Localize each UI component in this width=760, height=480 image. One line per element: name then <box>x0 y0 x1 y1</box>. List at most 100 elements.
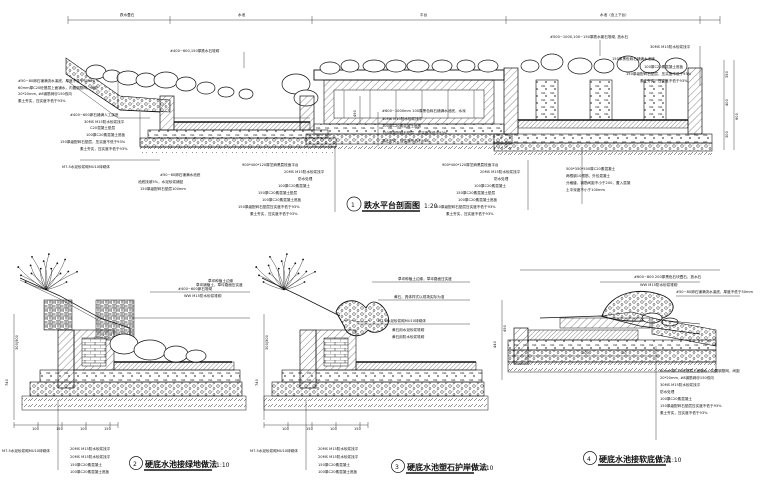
boulder <box>616 55 640 73</box>
detail-4: 440 490 500 50 #600~800 200厚黑色石块叠石，放水石 W… <box>493 269 754 466</box>
scale-1: 1:20 <box>424 203 438 210</box>
grass-blade <box>263 281 285 291</box>
right-dim-2: 400 <box>725 98 729 106</box>
svg-text:#50~80卵石铺满水池底: #50~80卵石铺满水池底 <box>160 172 201 177</box>
svg-text:30MS M15防水砂浆找平: 30MS M15防水砂浆找平 <box>660 382 701 387</box>
top-dimension-chain: 跌水叠石 水池 平台 水池（含上下台） <box>67 12 721 24</box>
svg-text:150厚C20素混凝土: 150厚C20素混凝土 <box>70 462 102 467</box>
svg-text:60mm厚C20砼基层上面铺水，内置钢筋网，间距: 60mm厚C20砼基层上面铺水，内置钢筋网，间距 <box>18 85 98 90</box>
svg-text:150厚黑色砾石铺满水池底: 150厚黑色砾石铺满水池底 <box>612 56 655 61</box>
svg-text:池底找坡5%，水泥砂浆铺贴: 池底找坡5%，水泥砂浆铺贴 <box>138 179 184 184</box>
svg-text:草坪种植土边缘: 草坪种植土边缘 <box>208 278 234 283</box>
bottom-mid-callouts: 900*400*120厚芝麻黑荔枝面平台 20MS M15防水砂浆找平 防水处理… <box>238 162 325 216</box>
svg-text:黄石，具体样式以现场实际为准: 黄石，具体样式以现场实际为准 <box>394 294 445 299</box>
stepping-pier <box>535 79 559 121</box>
svg-text:分格缝，钢筋间距不小于200，置入混凝: 分格缝，钢筋间距不小于200，置入混凝 <box>566 180 631 185</box>
svg-text:100厚C20素混凝土底板: 100厚C20素混凝土底板 <box>382 123 422 128</box>
boulder <box>520 59 540 73</box>
grass-blade <box>45 271 69 291</box>
grass-blade <box>45 281 67 291</box>
svg-text:素土夯实，压实度不低于93%: 素土夯实，压实度不低于93% <box>660 410 708 415</box>
grass-tip <box>285 253 288 256</box>
grass-blade <box>30 265 47 291</box>
svg-text:490: 490 <box>503 324 507 332</box>
svg-text:300|500: 300|500 <box>265 334 269 350</box>
svg-text:500*350*500厚C20素混凝土: 500*350*500厚C20素混凝土 <box>566 166 616 171</box>
grass-tip <box>288 267 291 270</box>
grass-tip <box>305 270 308 273</box>
title-number-2: 2 <box>133 461 137 468</box>
svg-text:20MS M15防水砂浆找平: 20MS M15防水砂浆找平 <box>70 454 111 459</box>
svg-text:M7.5水泥砂浆砌MU10砖砌体: M7.5水泥砂浆砌MU10砖砌体 <box>2 448 50 453</box>
svg-text:100厚C20素混凝土底板: 100厚C20素混凝土底板 <box>262 197 302 202</box>
grass-tip <box>76 270 78 273</box>
grass-blade <box>45 254 50 291</box>
detail-3: 300|500 740 100 150 100 150 草坪种植土边缘，草坪路面… <box>250 253 494 474</box>
grass-tip <box>255 266 258 268</box>
grass-blade <box>283 271 316 291</box>
svg-text:100: 100 <box>80 427 88 431</box>
top-dim-3: 平台 <box>420 12 428 17</box>
boulder <box>135 72 157 88</box>
grass-tuft-3 <box>255 253 316 291</box>
title-1: 跌水平台剖面图 <box>364 200 420 210</box>
svg-text:#50~80卵石铺满流水溪底，厚度不低于50mm: #50~80卵石铺满流水溪底，厚度不低于50mm <box>18 78 96 83</box>
boulder <box>185 349 207 363</box>
svg-text:M7.5水泥砂浆砌MU10砖砌体: M7.5水泥砂浆砌MU10砖砌体 <box>378 318 426 323</box>
svg-text:#600~1000mm 100厚黑色砾石铺满水池底，水深: #600~1000mm 100厚黑色砾石铺满水池底，水深 <box>382 108 466 113</box>
grass-tip <box>303 281 306 283</box>
title-4: 硬底水池接软底做法 <box>599 454 671 464</box>
boulder <box>540 53 564 71</box>
title-2: 硬底水池接绿地做法 <box>145 459 217 469</box>
stone-top-label-1: #400~600,150厚跌水石堆砌 <box>170 48 220 53</box>
title-number-4: 4 <box>587 456 591 463</box>
svg-text:100厚C20素混凝土底板: 100厚C20素混凝土底板 <box>644 64 684 69</box>
svg-text:500: 500 <box>582 351 590 355</box>
svg-text:60mm厚C20砼基层上面铺水，内置钢筋网，间距: 60mm厚C20砼基层上面铺水，内置钢筋网，间距 <box>660 368 740 373</box>
right-dim-4: 300 <box>725 130 729 138</box>
grass-tip <box>64 258 67 261</box>
boulder <box>153 71 179 89</box>
boulder <box>340 59 360 73</box>
main-leaders <box>80 40 701 212</box>
stepping-pier <box>643 79 667 121</box>
bottom-left-callouts: M7.5水泥砂浆砌MU10砖砌体 #50~80卵石铺满水池底 池底找坡5%，水泥… <box>62 164 201 191</box>
grass-blade <box>25 281 47 291</box>
grass-tip <box>65 281 68 283</box>
grass-tip <box>17 266 20 268</box>
left-dim: 490 <box>353 109 357 117</box>
grass-blade <box>256 266 285 291</box>
boulder <box>238 88 254 100</box>
top-dim-4: 水池（含上下台） <box>600 12 629 17</box>
grass-tip <box>268 272 271 275</box>
svg-text:900*400*120厚芝麻黑荔枝面平台: 900*400*120厚芝麻黑荔枝面平台 <box>242 162 299 167</box>
svg-text:两根钢10根筋，外包混凝土: 两根钢10根筋，外包混凝土 <box>566 173 611 178</box>
grass-tip <box>258 274 260 277</box>
svg-text:WW M15防水砂浆堆砌: WW M15防水砂浆堆砌 <box>184 293 222 298</box>
svg-text:30MS M15防水砂浆找平: 30MS M15防水砂浆找平 <box>382 116 423 121</box>
grass-tip <box>314 270 316 273</box>
boulder <box>175 76 197 92</box>
svg-text:黄石用水泥砂浆堆砌: 黄石用水泥砂浆堆砌 <box>392 327 425 332</box>
grass-tip <box>262 281 265 283</box>
svg-text:20*20mm, #8钢筋网@150双向: 20*20mm, #8钢筋网@150双向 <box>660 375 714 380</box>
grass-tip <box>280 260 283 262</box>
mid-callouts: #600~1000mm 100厚黑色砾石铺满水池底，水深 30MS M15防水砂… <box>382 108 466 143</box>
svg-text:C20混凝土垫层: C20混凝土垫层 <box>90 125 115 130</box>
boulder <box>319 61 341 75</box>
grass-blade <box>45 271 78 291</box>
svg-text:100: 100 <box>330 427 338 431</box>
svg-text:740: 740 <box>255 378 259 386</box>
grass-blade <box>283 263 296 291</box>
svg-text:150厚C20素混凝土垫层: 150厚C20素混凝土垫层 <box>456 190 496 195</box>
grass-blade <box>31 256 47 291</box>
right-callouts: 30MS M15防水砂浆找平 150厚黑色砾石铺满水池底 100厚C20素混凝土… <box>612 44 692 83</box>
scale-2: 1:10 <box>216 462 230 469</box>
grass-tip <box>42 260 45 262</box>
svg-text:300|500: 300|500 <box>15 334 19 350</box>
right-pool <box>493 67 713 157</box>
svg-text:防水处理: 防水处理 <box>660 389 675 394</box>
central-platform <box>305 69 513 150</box>
svg-text:WW M15防水砂浆堆砌: WW M15防水砂浆堆砌 <box>640 282 678 287</box>
